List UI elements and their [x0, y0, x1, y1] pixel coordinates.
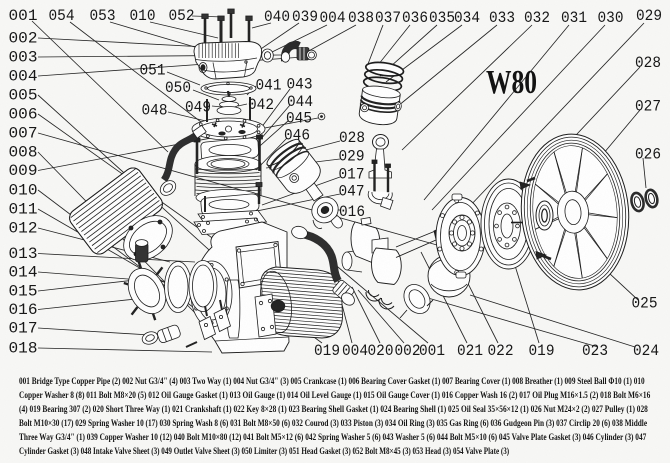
svg-text:046: 046 [284, 127, 310, 145]
svg-text:030: 030 [598, 9, 624, 27]
svg-text:042: 042 [248, 96, 274, 114]
svg-text:049: 049 [185, 99, 211, 117]
svg-text:037: 037 [375, 9, 401, 27]
svg-text:048: 048 [142, 102, 168, 120]
svg-text:018: 018 [9, 340, 38, 358]
svg-text:014: 014 [9, 264, 38, 282]
svg-text:001: 001 [9, 7, 38, 25]
svg-text:020: 020 [368, 342, 394, 360]
svg-text:051: 051 [140, 62, 166, 80]
svg-text:004: 004 [320, 9, 346, 27]
svg-text:039: 039 [292, 8, 318, 26]
svg-text:023: 023 [582, 342, 608, 360]
svg-text:019: 019 [529, 342, 555, 360]
svg-text:W80: W80 [486, 64, 537, 101]
svg-text:010: 010 [9, 182, 38, 200]
svg-text:045: 045 [286, 110, 312, 128]
svg-text:007: 007 [9, 125, 38, 143]
svg-text:002: 002 [395, 342, 421, 360]
svg-text:001: 001 [419, 342, 445, 360]
svg-text:038: 038 [348, 9, 374, 27]
svg-text:016: 016 [9, 301, 38, 319]
svg-text:009: 009 [9, 162, 38, 180]
svg-text:031: 031 [561, 9, 587, 27]
svg-text:052: 052 [169, 7, 195, 25]
svg-text:050: 050 [165, 79, 191, 97]
svg-text:012: 012 [9, 220, 38, 238]
svg-text:004: 004 [342, 342, 368, 360]
svg-text:005: 005 [9, 87, 38, 105]
svg-text:010: 010 [130, 7, 156, 25]
svg-text:006: 006 [9, 106, 38, 124]
svg-text:013: 013 [9, 245, 38, 263]
svg-text:028: 028 [635, 54, 661, 72]
svg-text:036: 036 [402, 9, 428, 27]
svg-text:033: 033 [489, 9, 515, 27]
svg-text:021: 021 [457, 342, 483, 360]
svg-text:022: 022 [488, 342, 514, 360]
svg-text:017: 017 [9, 320, 38, 338]
svg-text:025: 025 [632, 295, 658, 313]
svg-text:035: 035 [429, 9, 455, 27]
svg-text:044: 044 [287, 93, 313, 111]
svg-text:003: 003 [9, 49, 38, 67]
svg-text:028: 028 [339, 129, 365, 147]
svg-text:029: 029 [339, 148, 365, 166]
svg-text:040: 040 [264, 8, 290, 26]
svg-text:026: 026 [635, 146, 661, 164]
svg-text:054: 054 [49, 7, 75, 25]
svg-text:024: 024 [633, 342, 659, 360]
svg-text:002: 002 [9, 30, 38, 48]
svg-text:027: 027 [635, 98, 661, 116]
svg-text:016: 016 [339, 203, 365, 221]
svg-text:032: 032 [524, 9, 550, 27]
svg-text:043: 043 [287, 76, 313, 94]
svg-text:053: 053 [90, 7, 116, 25]
svg-text:034: 034 [454, 9, 480, 27]
svg-text:029: 029 [636, 7, 662, 25]
svg-text:041: 041 [256, 77, 282, 95]
svg-text:019: 019 [314, 342, 340, 360]
svg-text:047: 047 [339, 183, 365, 201]
svg-text:004: 004 [9, 68, 38, 86]
svg-text:011: 011 [9, 201, 38, 219]
svg-text:015: 015 [9, 283, 38, 301]
svg-text:008: 008 [9, 144, 38, 162]
svg-text:017: 017 [339, 166, 365, 184]
